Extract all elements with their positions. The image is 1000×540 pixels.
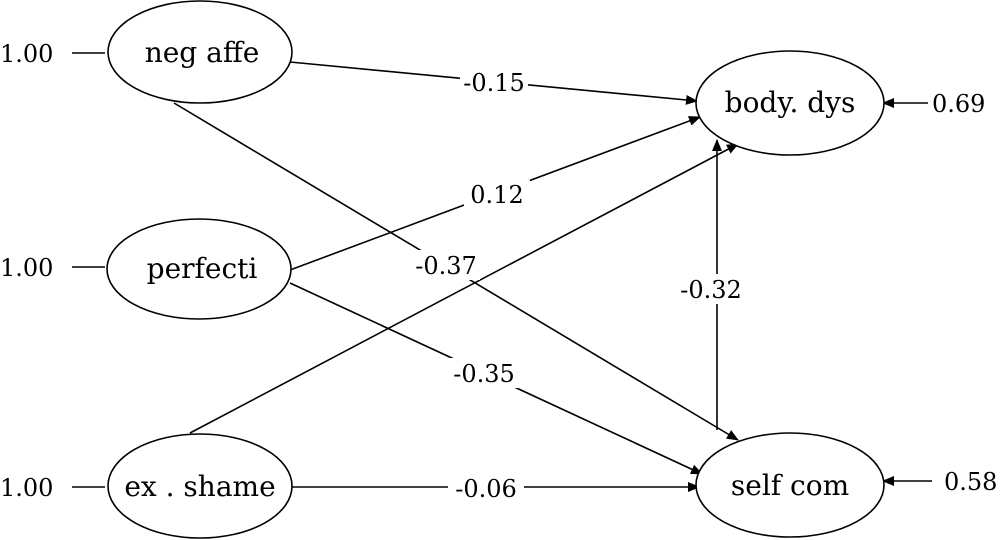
coef-label-perfecti-to-body-dys: 0.12 — [470, 181, 523, 209]
coef-neg-affe-to-self-com: -0.37 — [410, 250, 480, 280]
variance-label-body-dys: 0.69 — [932, 90, 985, 118]
coef-label-neg-affe-to-self-com: -0.37 — [415, 252, 477, 280]
node-label-neg-affe: neg affe — [145, 36, 260, 69]
node-label-self-com: self com — [731, 469, 849, 502]
path-ex-shame-to-body-dys — [189, 143, 739, 434]
coef-label-neg-affe-to-body-dys: -0.15 — [463, 69, 525, 97]
node-ex-shame: ex . shame — [107, 433, 293, 539]
coef-ex-shame-to-self-com: -0.06 — [448, 474, 524, 503]
node-label-body-dys: body. dys — [725, 86, 856, 119]
coef-label-perfecti-to-self-com: -0.35 — [453, 360, 515, 388]
coef-label-self-com-to-body-dys: -0.32 — [680, 276, 742, 304]
coef-perfecti-to-body-dys: 0.12 — [464, 180, 530, 209]
variance-label-self-com: 0.58 — [944, 468, 997, 496]
coef-neg-affe-to-body-dys: -0.15 — [460, 68, 528, 97]
node-neg-affe: neg affe — [107, 0, 293, 104]
variance-label-perfecti: 1.00 — [0, 254, 53, 282]
coef-perfecti-to-self-com: -0.35 — [446, 358, 524, 388]
coef-label-ex-shame-to-self-com: -0.06 — [455, 475, 517, 503]
variance-label-neg-affe: 1.00 — [0, 40, 53, 68]
node-label-perfecti: perfecti — [147, 252, 258, 285]
variance-label-ex-shame: 1.00 — [0, 474, 53, 502]
node-perfecti: perfecti — [106, 218, 292, 320]
node-body-dys: body. dys — [695, 50, 885, 156]
node-label-ex-shame: ex . shame — [124, 470, 275, 503]
coef-self-com-to-body-dys: -0.32 — [676, 274, 746, 304]
node-self-com: self com — [695, 432, 885, 538]
